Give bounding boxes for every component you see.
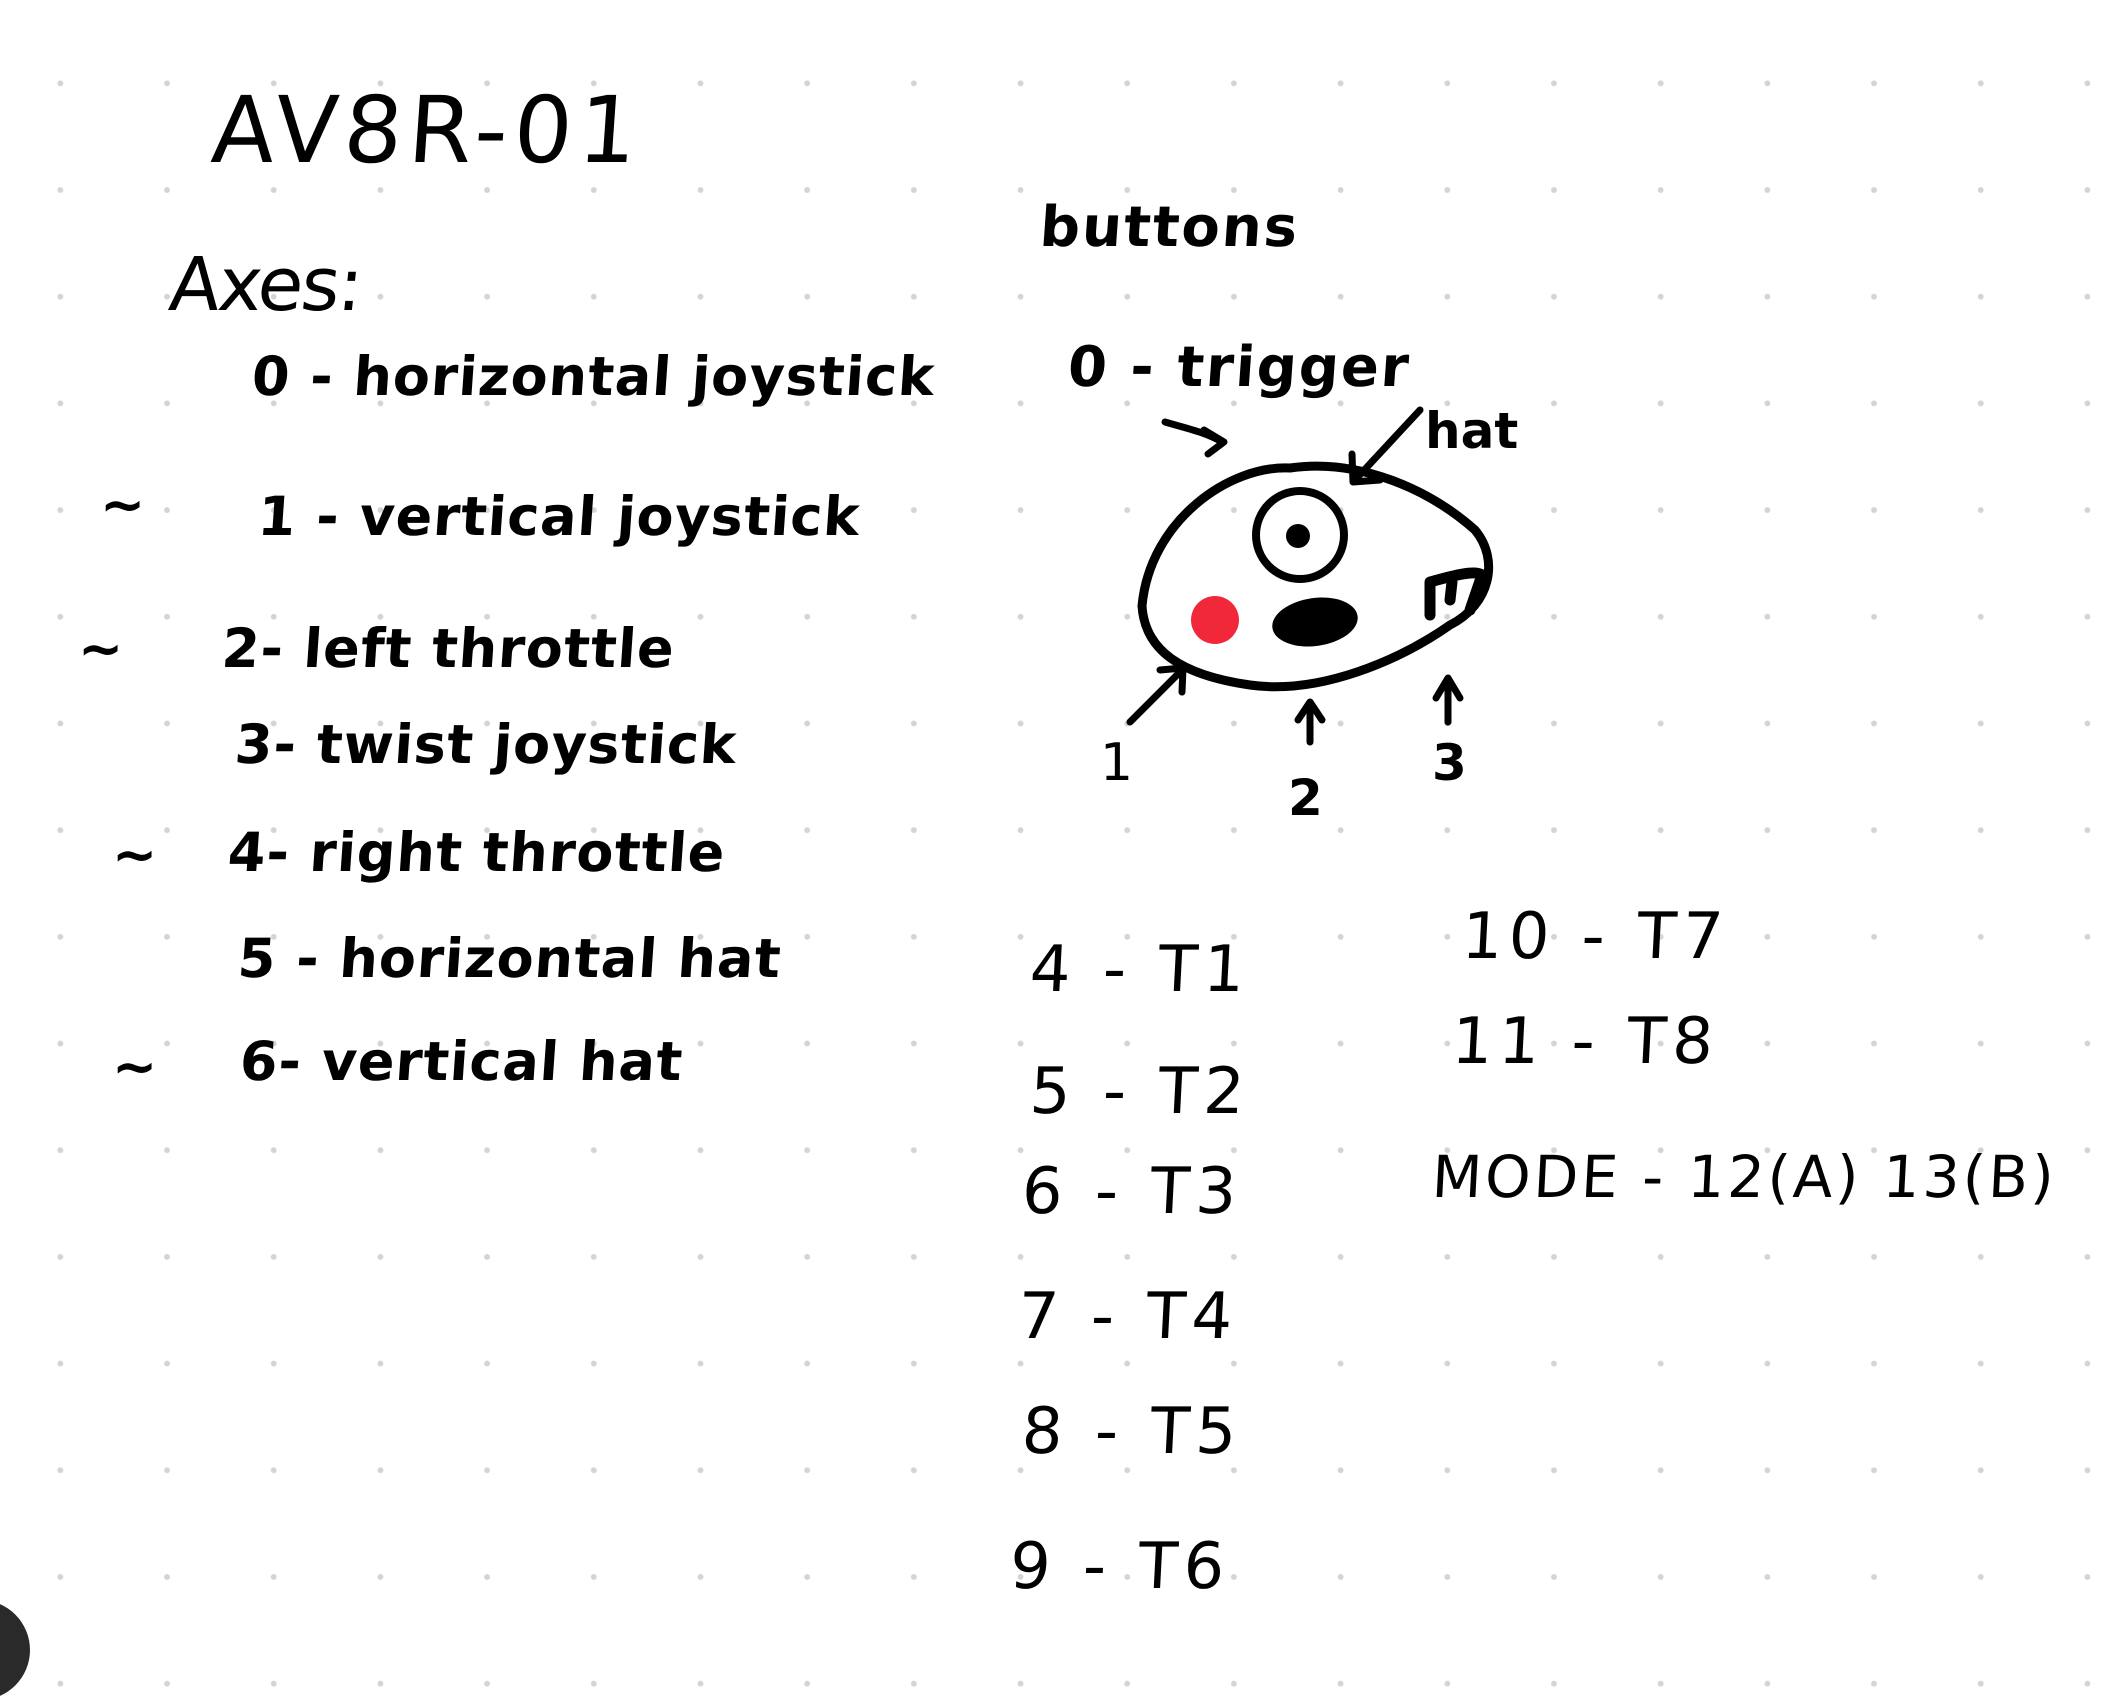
corner-scroll-handle[interactable] (0, 1600, 30, 1700)
axis-item: 3- twist joystick (232, 713, 740, 776)
hat-switch-center (1286, 524, 1310, 548)
page-title: AV8R-01 (208, 77, 647, 184)
axes-heading: Axes: (165, 242, 366, 328)
trigger-arrow (1161, 418, 1228, 458)
button-mapping: 6 - T3 (1020, 1155, 1245, 1229)
axis-item: 4- right throttle (225, 821, 728, 884)
axis-marker: ~ (100, 473, 146, 536)
button-mapping: 11 - T8 (1450, 1005, 1721, 1079)
buttons-heading: buttons (1037, 195, 1302, 260)
axis-item: 6- vertical hat (237, 1030, 686, 1093)
arrow-1 (1126, 664, 1187, 726)
button-mapping: 4 - T1 (1028, 933, 1253, 1007)
button-3-shape (1424, 567, 1488, 621)
axis-item: 5 - horizontal hat (235, 927, 784, 990)
stick-outline (1137, 461, 1494, 692)
axis-marker: ~ (78, 617, 124, 680)
arrow-3 (1432, 674, 1464, 726)
button-label-1: 1 (1100, 733, 1133, 793)
mode-mapping: MODE - 12(A) 13(B) (1430, 1143, 2059, 1211)
button-mapping: 8 - T5 (1020, 1395, 1245, 1469)
button-mapping: 9 - T6 (1008, 1530, 1233, 1604)
button-label-3: 3 (1432, 734, 1467, 792)
axis-item: 0 - horizontal joystick (249, 345, 938, 408)
arrow-2 (1294, 698, 1326, 746)
hat-switch-ring (1252, 487, 1348, 583)
button-mapping: 5 - T2 (1028, 1055, 1253, 1129)
axis-item: 2- left throttle (219, 617, 678, 680)
button-label-2: 2 (1288, 769, 1323, 827)
axis-marker: ~ (112, 823, 158, 886)
hat-label: hat (1425, 402, 1518, 460)
button-mapping: 10 - T7 (1460, 900, 1731, 974)
red-button (1191, 596, 1239, 644)
axis-item: 1 - vertical joystick (255, 485, 863, 548)
black-button (1272, 597, 1358, 647)
button-mapping: 7 - T4 (1016, 1280, 1241, 1354)
joystick-top-diagram: hat 1 2 3 (1100, 402, 1518, 827)
axis-marker: ~ (112, 1035, 158, 1098)
